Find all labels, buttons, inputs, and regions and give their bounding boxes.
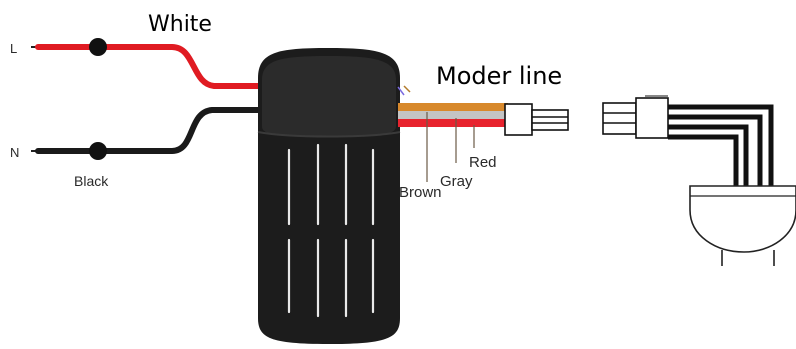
moder-line-label: Moder line [436,62,562,90]
live-terminal-dot [89,38,107,56]
controller-vent-slots [287,143,375,318]
brown-wire-label: Brown [399,184,442,201]
neutral-wire [31,107,271,160]
terminal-n-label: N [10,145,19,160]
gray-wire-label: Gray [440,173,473,190]
motor-housing [689,185,796,266]
terminal-l-label: L [10,41,17,56]
neutral-terminal-dot [89,142,107,160]
red-wire-label: Red [469,154,497,171]
live-wire [31,38,271,89]
motor-socket [602,95,669,139]
controller-device [257,48,401,344]
white-wire-label: White [148,12,212,37]
motor-cable [668,104,774,186]
controller-plug [504,103,569,136]
wire-label-leaders [426,112,475,182]
black-wire-label: Black [74,173,109,189]
output-wires [397,85,508,127]
